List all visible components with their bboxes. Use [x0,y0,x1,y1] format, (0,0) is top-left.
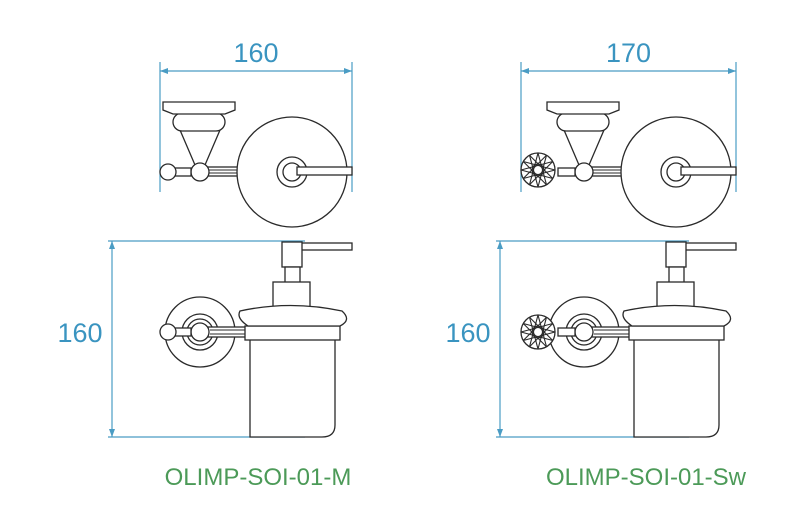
drawing-line [520,322,553,333]
drawing-line [537,314,548,347]
drawing-line [529,323,554,348]
drawing-line [528,317,539,350]
rod [205,166,240,177]
bracket-ball [574,322,594,342]
glass-jar [633,337,720,438]
front-view [520,241,737,438]
drawing-line [160,68,168,74]
drawing-line [344,68,352,74]
drawing-line [522,323,547,348]
rod [207,326,249,338]
drawing-line [109,241,115,249]
model-label: OLIMP-SOI-01-M [165,464,352,491]
bracket-ring [556,112,610,132]
drawing-line [522,161,547,186]
drawing-line [520,169,553,180]
width-label: 160 [233,38,278,68]
height-label: 160 [445,318,490,348]
drawing-line [284,266,301,284]
drawing-line [537,155,548,188]
glass-jar [249,337,336,438]
drawing-line [522,154,547,179]
drawing-line [521,68,529,74]
drawing-line [531,163,545,177]
pump-collar [656,281,695,308]
bracket-ball [190,322,210,342]
jar-lid [622,304,732,327]
drawing-line [523,322,556,333]
width-label: 170 [606,38,651,68]
rod [589,166,624,177]
drawing-line [520,152,556,188]
drawing-line [537,317,548,350]
rod [591,326,633,338]
knob-neck [557,167,576,177]
drawing-line [497,241,503,249]
front-view [159,241,353,438]
pump-spout [683,242,737,251]
ball-knob-icon [159,323,177,341]
drawing-line [529,154,554,179]
drawing-line [537,152,548,185]
drawing-line [520,314,556,350]
drawing-line [523,169,556,180]
mount-plate [162,101,236,115]
product-drawing-0: 160 160 OLIMP-SOI-01-M [57,38,353,491]
pump-spout [299,242,353,251]
drawing-line [528,155,539,188]
height-dimension: 160 [57,240,305,438]
pump-lever [296,166,353,176]
width-dimension: 160 [159,38,353,192]
drawing-line [529,161,554,186]
bracket-stem [179,129,221,166]
bracket-ball [190,162,210,182]
jar-lid [238,304,348,327]
jar-ring [244,325,341,341]
bracket-stem [563,129,605,166]
bracket-ball [574,162,594,182]
height-label: 160 [57,318,102,348]
height-dimension: 160 [445,240,689,438]
ball-knob-icon [159,163,177,181]
drawing-line [668,266,685,284]
drawing-line [557,327,576,337]
product-drawing-1: 170 160 OLIMP-SOI-01-Sw [445,38,746,491]
pump-head [665,241,687,268]
bracket-ring [172,112,226,132]
drawing-line [528,152,539,185]
mount-plate [546,101,620,115]
drawing-line [531,325,545,339]
drawing-line [529,316,554,341]
drawing-line [523,331,556,342]
crystal-knob-icon [520,152,556,188]
drawing-line [497,429,503,437]
top-view [159,101,353,228]
crystal-knob-icon [520,314,556,350]
pump-head [281,241,303,268]
jar-ring [628,325,725,341]
top-view [520,101,737,228]
model-label: OLIMP-SOI-01-Sw [546,464,747,491]
drawing-line [522,316,547,341]
drawing-line [520,160,553,171]
drawing-line [109,429,115,437]
drawing-line [528,314,539,347]
pump-collar [272,281,311,308]
drawing-line [728,68,736,74]
width-dimension: 170 [520,38,737,192]
pump-lever [680,166,737,176]
drawing-line [520,331,553,342]
drawing-line [523,160,556,171]
